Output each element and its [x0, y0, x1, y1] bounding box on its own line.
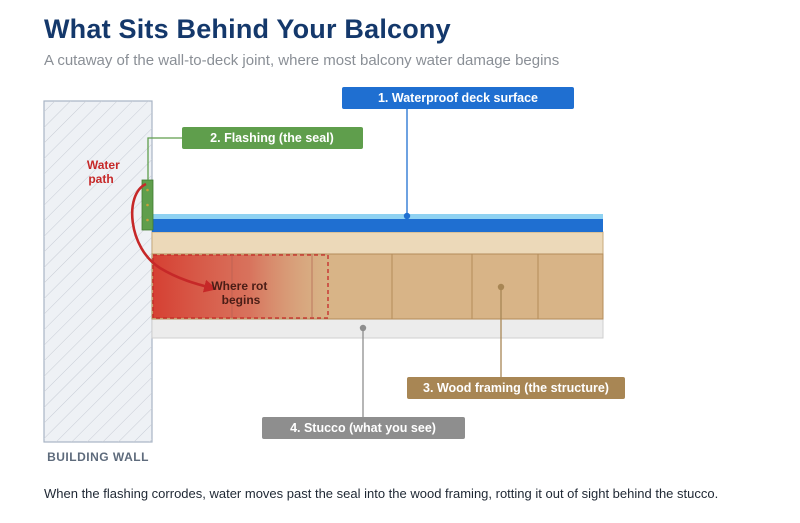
diagram-caption: When the flashing corrodes, water moves … — [44, 486, 719, 501]
deck-surface-label: 1. Waterproof deck surface — [378, 91, 538, 105]
water-path-label: Water path — [87, 158, 123, 186]
rot-zone — [152, 254, 329, 319]
building-wall-label: BUILDING WALL — [47, 450, 149, 464]
page-subtitle: A cutaway of the wall-to-deck joint, whe… — [44, 52, 560, 69]
stucco-label: 4. Stucco (what you see) — [290, 421, 436, 435]
stucco-layer — [151, 318, 604, 339]
water-path-arrow — [131, 182, 218, 293]
callout-flashing: 2. Flashing (the seal) — [147, 127, 363, 180]
flashing-strip — [141, 179, 154, 231]
wood-framing-label: 3. Wood framing (the structure) — [423, 381, 609, 395]
deck-surface-layer — [152, 214, 603, 232]
callout-deck-surface: 1. Waterproof deck surface — [342, 87, 574, 220]
callout-stucco: 4. Stucco (what you see) — [262, 324, 465, 439]
flashing-label: 2. Flashing (the seal) — [210, 131, 334, 145]
callout-wood-framing: 3. Wood framing (the structure) — [407, 283, 625, 399]
page-title: What Sits Behind Your Balcony — [44, 14, 451, 44]
rot-zone-label: Where rot begins — [211, 279, 270, 307]
building-wall — [43, 100, 153, 443]
